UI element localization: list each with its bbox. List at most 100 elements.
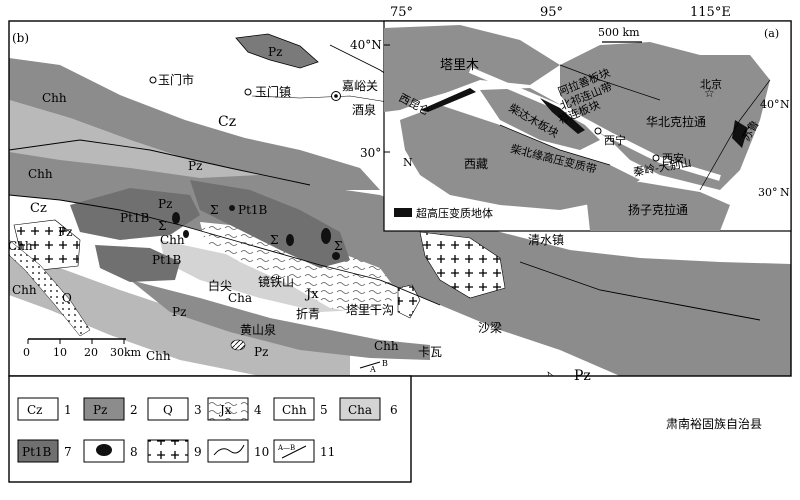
label-cz-west: Cz <box>30 201 47 216</box>
label-yumen-town: 玉门镇 <box>255 84 291 99</box>
label-section-b: B <box>382 359 388 368</box>
label-jiayuguan: 嘉峪关 <box>342 79 378 93</box>
legend-num-3: 3 <box>194 403 202 417</box>
legend-num-9: 9 <box>194 445 202 459</box>
scale-tick-10: 10 <box>53 346 67 359</box>
chh-band-upper <box>9 100 260 178</box>
legend-code-pz: Pz <box>93 403 107 417</box>
inset-north-china <box>560 42 770 190</box>
inset-uhp-west-kunlun <box>420 88 476 112</box>
inset-label-tarim: 塔里木 <box>440 58 479 73</box>
town-yumen-marker <box>244 88 252 96</box>
beijing-star-icon: ☆ <box>704 86 715 100</box>
legend-num-11: 11 <box>320 445 335 459</box>
legend-swatch-cz <box>17 397 59 421</box>
legend-section-icon <box>281 445 307 459</box>
inset-label-north-china: 华北克拉通 <box>646 114 706 129</box>
inset-n-right-2: N <box>780 186 790 199</box>
label-sigma-4: Σ <box>334 239 342 253</box>
legend-code-q: Q <box>163 403 173 417</box>
legend-swatch-fault <box>207 439 249 463</box>
legend-frame <box>8 375 412 483</box>
inset-lat-30-right: 30° <box>758 186 778 199</box>
inset-suture-west <box>409 86 471 107</box>
legend-num-6: 6 <box>390 403 398 417</box>
legend-num-1: 1 <box>64 403 72 417</box>
legend-num-4: 4 <box>254 403 262 417</box>
label-pz-sw: Pz <box>172 305 186 319</box>
inset-label-yangtze: 扬子克拉通 <box>628 202 688 217</box>
label-pz-hs: Pz <box>254 345 268 359</box>
label-jingtieshan: 镜铁山 <box>258 274 294 289</box>
lon-115-label: 115°E <box>690 5 731 20</box>
label-chh-s: Chh <box>146 349 171 363</box>
legend-num-2: 2 <box>130 403 138 417</box>
label-chh-center: Chh <box>160 233 185 247</box>
label-taligangou: 塔里干沟 <box>346 303 394 317</box>
section-line-ab <box>359 361 381 369</box>
inset-label-xian: 西安 <box>662 151 684 165</box>
label-cha: Cha <box>228 291 252 305</box>
legend-num-10: 10 <box>254 445 269 459</box>
inset-scale-label: 500 km <box>598 26 640 39</box>
town-jiayuguan-core <box>334 94 338 98</box>
label-sigma-3: Σ <box>270 233 278 247</box>
legend-fault-icon <box>213 444 245 456</box>
inset-lat-40-right: 40° <box>760 98 780 111</box>
legend-ultramafic-icon <box>96 444 112 456</box>
label-chh-kawa: Chh <box>374 339 399 353</box>
chh-band-lower-mid <box>130 280 430 360</box>
inset-map: ☆ <box>383 20 792 232</box>
granite-body-mid <box>397 284 421 319</box>
label-zheqing: 折青 <box>296 306 320 321</box>
legend-swatch-chh <box>273 397 315 421</box>
label-qingshuizhen: 清水镇 <box>528 233 564 247</box>
legend-swatch-jx <box>207 397 249 421</box>
inset-yangtze <box>585 182 730 231</box>
main-map-labels: (b) Pz 玉门市 玉门镇 嘉峪关 酒泉 Cz Chh Chh Pz Cz P… <box>8 31 762 431</box>
label-sigma-1: Σ <box>210 203 218 217</box>
inset-label-beijing: 北京 <box>700 77 722 91</box>
legend-num-5: 5 <box>320 403 328 417</box>
label-section-a: A <box>369 365 376 374</box>
inset-label-xining: 西宁 <box>604 133 626 147</box>
hatched-lens <box>230 339 246 351</box>
label-chh-w2: Chh <box>28 167 53 181</box>
legend-swatch-pz <box>83 397 125 421</box>
label-pt1b-2: Pt1B <box>152 253 182 267</box>
legend-swatch-granite <box>147 439 189 463</box>
label-pz-w2: Pz <box>158 197 172 211</box>
label-yumen-city: 玉门市 <box>158 72 194 87</box>
legend-num-7: 7 <box>64 445 72 459</box>
legend-code-cha: Cha <box>348 403 372 417</box>
scale-tick-20: 20 <box>84 346 98 359</box>
label-pz-north: Pz <box>268 45 282 59</box>
chh-band-lower-left <box>9 255 350 376</box>
pz-blob-north <box>235 33 319 69</box>
label-cz-center: Cz <box>218 114 236 130</box>
inset-panel-label: (a) <box>764 27 779 40</box>
label-pz-w1: Pz <box>58 225 72 239</box>
label-pz-mid: Pz <box>188 159 202 173</box>
inset-n-right-1: N <box>780 98 790 111</box>
legend: Cz 1 Pz 2 Q 3 Jx 4 Chh 5 Cha 6 Pt1B 7 8 … <box>8 375 412 483</box>
ultramafic-bodies <box>172 205 340 260</box>
scale-tick-0: 0 <box>23 346 30 359</box>
label-chh-w3: Chh <box>8 239 33 253</box>
xining-marker <box>594 127 602 135</box>
town-yumen-city-marker <box>149 76 157 84</box>
quaternary-belt <box>9 239 91 337</box>
label-q: Q <box>62 291 72 305</box>
inset-uhp-qaidam <box>540 98 585 134</box>
pt1b-unit-south <box>95 245 180 282</box>
inset-label-tibet: 西藏 <box>464 157 488 171</box>
label-pt1b-1: Pt1B <box>120 211 150 225</box>
xian-marker <box>652 154 660 162</box>
inset-legend-uhp-swatch <box>394 208 412 217</box>
label-jiuquan: 酒泉 <box>352 103 376 117</box>
label-shaliang: 沙梁 <box>478 320 502 335</box>
legend-code-chh: Chh <box>282 403 307 417</box>
panel-label-b: (b) <box>12 31 29 45</box>
inset-suture-belt <box>468 67 721 181</box>
